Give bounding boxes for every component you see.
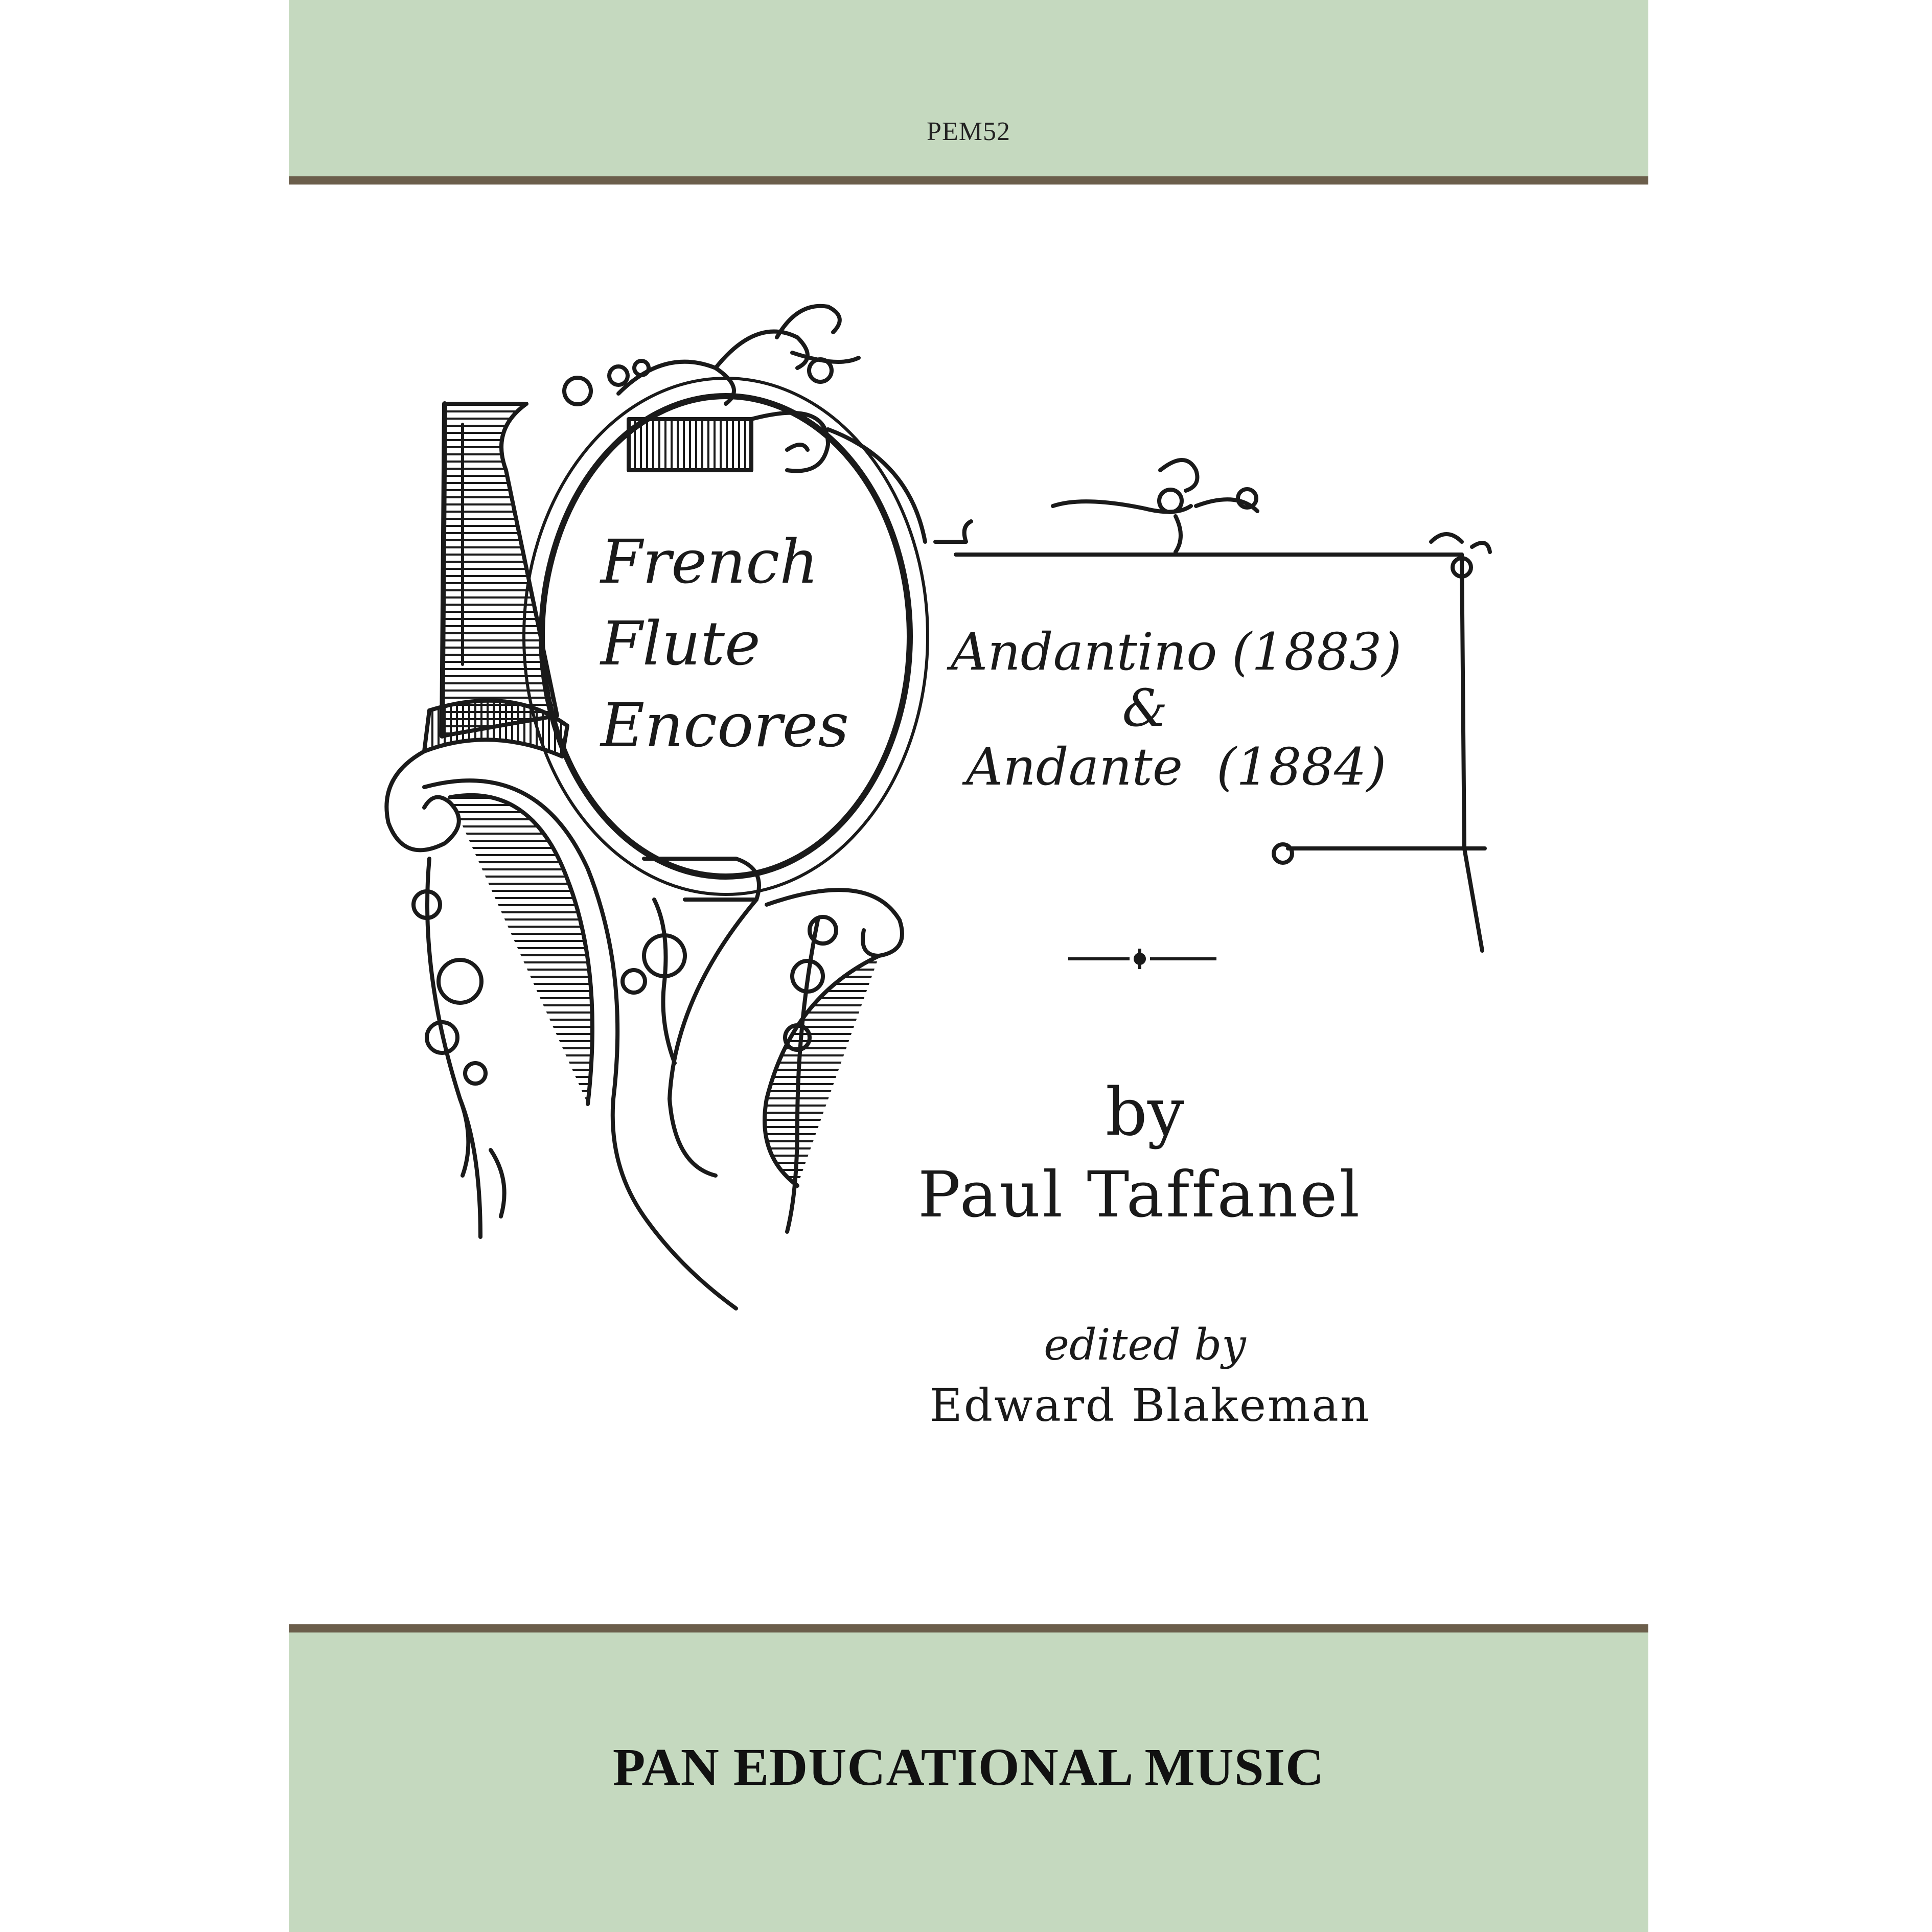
editor-name: Edward Blakeman xyxy=(930,1379,1371,1432)
pieces-conjunction: & xyxy=(1122,678,1167,738)
composer-name: Paul Taffanel xyxy=(918,1158,1362,1232)
second-piece-title: Andante xyxy=(962,737,1183,797)
top-band xyxy=(289,0,1648,176)
center-divider xyxy=(1068,949,1216,969)
first-piece-title: Andantino xyxy=(947,622,1217,682)
editor-label: edited by xyxy=(1044,1320,1247,1370)
cover: PEM52 PAN EDUCATIONAL MUSIC xyxy=(289,0,1648,1932)
ornamental-letter-h xyxy=(384,304,973,1310)
top-rule xyxy=(289,176,1648,185)
series-title-line-3: Encores xyxy=(600,690,849,761)
series-title-line-2: Flute xyxy=(600,608,761,679)
publisher-name: PAN EDUCATIONAL MUSIC xyxy=(612,1738,1325,1797)
bottom-band xyxy=(289,1632,1648,1932)
byline: by xyxy=(1106,1074,1184,1151)
second-piece-year: (1884) xyxy=(1216,737,1387,797)
first-piece-year: (1883) xyxy=(1232,622,1402,682)
catalog-number: PEM52 xyxy=(927,117,1010,146)
bottom-rule xyxy=(289,1624,1648,1632)
series-title-line-1: French xyxy=(600,526,818,597)
right-bracket-frame xyxy=(954,458,1492,953)
